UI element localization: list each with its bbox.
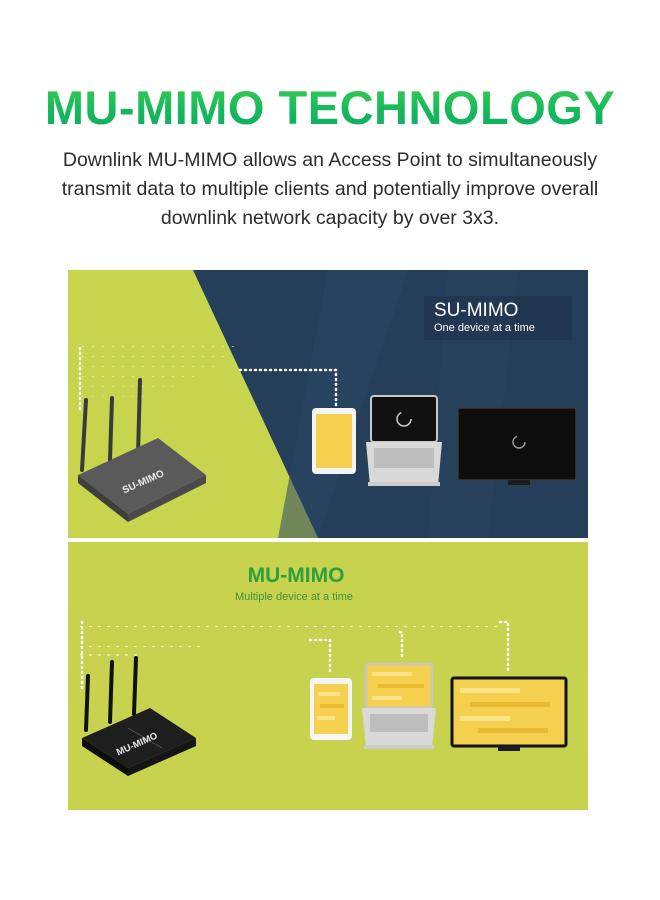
- mu-panel-title: MU-MIMO: [248, 564, 345, 587]
- mu-monitor-icon: [450, 676, 568, 751]
- mu-mimo-illustration: MU-MIMO Multiple device at a time MU-MIM…: [80, 564, 568, 776]
- su-mimo-panel: SU-MIMO SU-MIMO One device at a time: [68, 270, 588, 538]
- su-mimo-illustration: SU-MIMO SU-MIMO One device at a time: [78, 270, 588, 538]
- su-signal-dots: [80, 346, 240, 401]
- mu-router-icon: MU-MIMO: [82, 656, 196, 776]
- su-panel-subtitle: One device at a time: [434, 322, 535, 334]
- mu-line-monitor: [498, 620, 510, 672]
- page-description: Downlink MU-MIMO allows an Access Point …: [61, 149, 599, 229]
- su-router-icon: SU-MIMO: [78, 378, 206, 522]
- mu-line-laptop: [398, 630, 404, 662]
- su-tablet-icon: [312, 408, 356, 474]
- mu-panel-subtitle: Multiple device at a time: [235, 591, 353, 603]
- mu-laptop-icon: [362, 662, 436, 749]
- mu-mimo-panel: MU-MIMO Multiple device at a time MU-MIM…: [68, 542, 588, 810]
- su-panel-title: SU-MIMO: [434, 300, 518, 321]
- su-monitor-icon: [457, 407, 577, 485]
- mu-signal-dots: [80, 622, 500, 659]
- mu-line-tablet: [308, 638, 332, 676]
- page-title: MU-MIMO TECHNOLOGY: [0, 78, 660, 138]
- su-connection-line: [238, 368, 338, 410]
- mu-tablet-icon: [310, 678, 352, 740]
- su-laptop-icon: [366, 395, 442, 486]
